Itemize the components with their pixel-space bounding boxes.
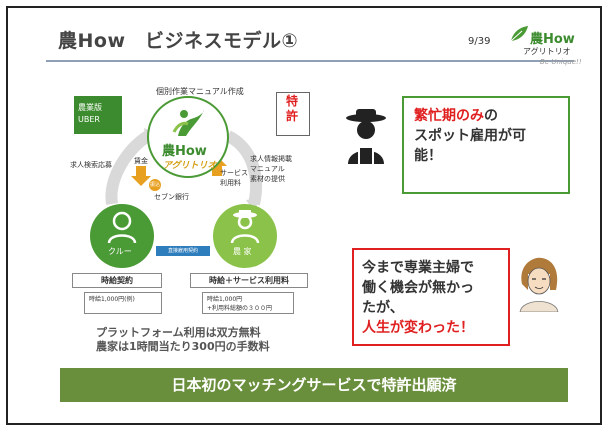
callout1-highlight: 繁忙期のみ: [414, 108, 484, 124]
farmer-silhouette-icon: [346, 109, 386, 164]
crew-box-header: 時給契約: [72, 273, 162, 288]
uber-badge-text: 農業版 UBER: [78, 103, 102, 124]
callout1-line2: スポット雇用が可: [414, 128, 526, 144]
platform-line-1: プラットフォーム利用は双方無料: [96, 326, 261, 339]
platform-sub: アグリトリオ: [163, 161, 217, 171]
logo-subtitle: アグリトリオ: [523, 47, 571, 56]
farmer-person-icon: [230, 210, 260, 244]
logo-tagline: Be Unique!!: [540, 58, 582, 66]
uber-badge: 農業版 UBER: [74, 96, 122, 134]
page-number: 9/39: [468, 36, 491, 47]
listing-label: 求人情報掲載 マニュアル 素材の提供: [250, 155, 292, 183]
spot-hiring-callout: 繁忙期のみの スポット雇用が可 能！: [402, 96, 570, 194]
callout2-line2: 働く機会が無かっ: [362, 280, 474, 296]
job-search-label: 求人検索応募: [70, 161, 112, 169]
farmer-box-header: 時給＋サービス利用料: [190, 273, 308, 288]
callout2-line1: 今まで専業主婦で: [362, 260, 474, 276]
platform-fee-text: プラットフォーム利用は双方無料 農家は1時間当たり300円の手数料: [96, 326, 270, 354]
wage-label: 賃金: [134, 157, 148, 165]
callout2-line3: たが、: [362, 300, 404, 316]
platform-line-2: 農家は1時間当たり300円の手数料: [96, 340, 270, 353]
callout1-line3: 能！: [414, 148, 442, 164]
callout1-line1: 繁忙期のみの: [414, 106, 558, 126]
farmer-label: 農 家: [233, 247, 252, 256]
leaf-logo-icon: [510, 26, 528, 42]
title-divider: [46, 60, 574, 62]
logo-text: 農How: [530, 32, 575, 47]
patent-document: [276, 92, 310, 136]
platform-brand: 農How: [162, 144, 207, 159]
crew-box-body: 時給1,000円(例): [84, 292, 162, 314]
crew-label: クルー: [108, 247, 132, 256]
callout1-line1-rest: の: [484, 108, 498, 124]
manual-label: 個別作業マニュアル作成: [156, 87, 244, 96]
testimonial-callout: 今まで専業主婦で 働く機会が無かっ たが、 人生が変わった！: [352, 248, 510, 346]
patent-label: 特許: [285, 94, 298, 123]
direct-contract-bar: 直接雇用契約: [156, 246, 210, 256]
woman-illustration-icon: [519, 257, 559, 312]
page-title: 農How ビジネスモデル①: [58, 30, 299, 52]
platform-circle: [147, 96, 229, 178]
patent-banner: 日本初のマッチングサービスで特許出願済: [60, 368, 568, 402]
transfer-coin-icon: 振込: [149, 179, 161, 191]
callout2-highlight: 人生が変わった！: [362, 320, 474, 336]
service-fee-label: サービス 利用料: [220, 169, 248, 187]
bank-label: セブン銀行: [154, 193, 189, 201]
person-icon: [107, 211, 137, 244]
sprout-icon: [172, 110, 204, 136]
farmer-box-body: 時給1,000円 +利用料総額の３００円: [202, 292, 294, 314]
slide: 農How ビジネスモデル① 9/39 農How アグリトリオ Be Unique…: [6, 6, 602, 425]
